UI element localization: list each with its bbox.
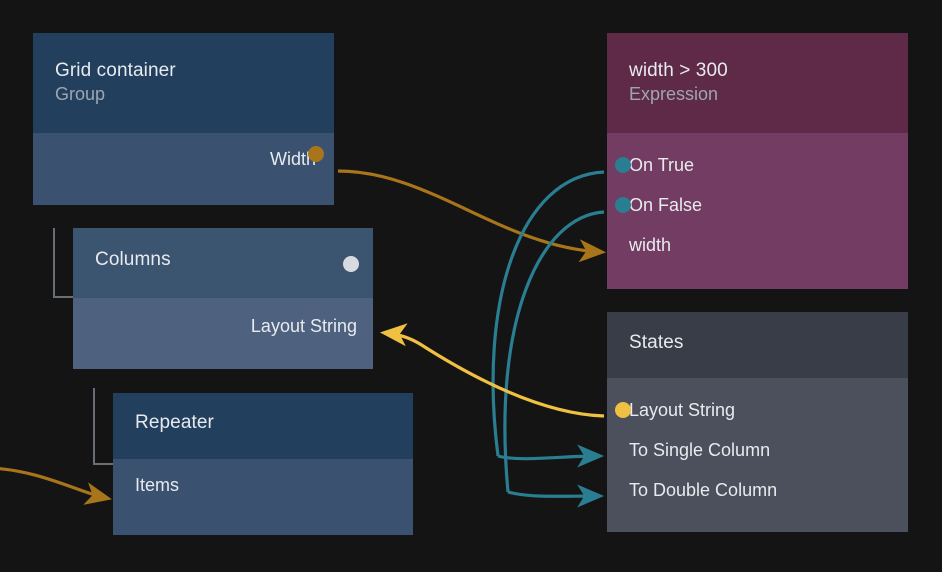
port-row-repeater-items[interactable]: Items — [135, 459, 413, 505]
port-dot-on-true[interactable] — [615, 157, 631, 173]
port-label-layout-string: Layout String — [250, 316, 357, 336]
port-dot-width-output[interactable] — [308, 146, 324, 162]
edge-on-false-to-double-column-tail — [507, 484, 605, 508]
port-row-to-double-column[interactable]: To Double Column — [629, 470, 908, 510]
edge-layout-string-to-columns — [379, 323, 605, 418]
node-grid-container-title: Grid container — [55, 60, 176, 81]
port-row-on-true[interactable]: On True — [615, 145, 908, 185]
port-label-to-double-column: To Double Column — [629, 480, 778, 500]
port-label-expression-width: width — [629, 235, 672, 255]
node-expression-subtitle: Expression — [629, 84, 719, 104]
port-dot-states-layout-string[interactable] — [615, 402, 631, 418]
node-columns[interactable]: Columns Layout String — [73, 228, 373, 369]
port-dot-columns-output[interactable] — [343, 256, 359, 272]
port-row-to-single-column[interactable]: To Single Column — [629, 430, 908, 470]
edge-grid-width-to-expression-width — [337, 169, 607, 263]
node-repeater-body: Items — [113, 459, 413, 535]
port-label-on-true: On True — [629, 155, 695, 175]
port-label-to-single-column: To Single Column — [629, 440, 771, 460]
port-label-width: Width — [269, 149, 316, 169]
node-states[interactable]: States Layout String To Single Column To… — [607, 312, 908, 532]
edge-on-true-to-single-column-tail — [497, 444, 605, 468]
port-row-columns-layout-string[interactable]: Layout String — [73, 298, 357, 346]
edge-on-true-to-single-column — [491, 170, 605, 457]
node-grid-container-header[interactable]: Grid container Group — [33, 33, 334, 133]
node-states-body: Layout String To Single Column To Double… — [607, 378, 908, 532]
node-grid-container-body: Width — [33, 133, 334, 205]
node-expression-title: width > 300 — [629, 60, 728, 81]
edge-on-false-to-double-column — [503, 210, 605, 493]
edge-offscreen-to-repeater-items — [0, 467, 112, 505]
port-row-expression-width[interactable]: width — [629, 225, 908, 265]
node-columns-header[interactable]: Columns — [73, 228, 373, 298]
node-repeater-title: Repeater — [135, 412, 214, 433]
node-columns-title: Columns — [95, 249, 171, 270]
nesting-bracket-repeater — [93, 388, 113, 465]
port-label-states-layout-string: Layout String — [629, 400, 736, 420]
node-expression-header[interactable]: width > 300 Expression — [607, 33, 908, 133]
node-states-title: States — [629, 332, 684, 353]
port-label-items: Items — [135, 475, 180, 495]
node-repeater[interactable]: Repeater Items — [113, 393, 413, 535]
nesting-bracket-columns — [53, 228, 73, 298]
node-grid-container[interactable]: Grid container Group Width — [33, 33, 334, 205]
node-columns-body: Layout String — [73, 298, 373, 369]
port-row-on-false[interactable]: On False — [615, 185, 908, 225]
node-repeater-header[interactable]: Repeater — [113, 393, 413, 459]
port-dot-on-false[interactable] — [615, 197, 631, 213]
node-expression-body: On True On False width — [607, 133, 908, 289]
node-states-header[interactable]: States — [607, 312, 908, 378]
node-expression[interactable]: width > 300 Expression On True On False … — [607, 33, 908, 289]
port-row-states-layout-string[interactable]: Layout String — [615, 390, 908, 430]
node-grid-container-subtitle: Group — [55, 84, 106, 104]
port-label-on-false: On False — [629, 195, 703, 215]
port-row-grid-width[interactable]: Width — [33, 133, 324, 179]
